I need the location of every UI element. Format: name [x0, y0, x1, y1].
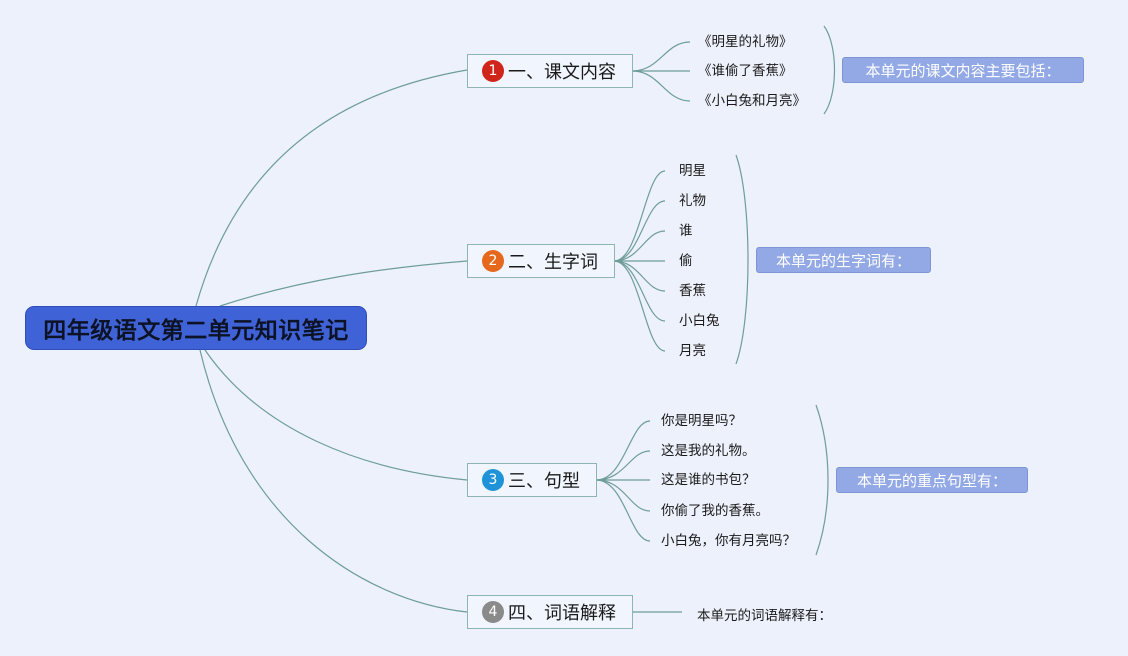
badge-2-icon: 2: [482, 250, 504, 272]
leaf-3-3[interactable]: 这是谁的书包？: [661, 472, 756, 488]
leaf-3-4[interactable]: 你偷了我的香蕉。: [661, 503, 769, 519]
summary-2[interactable]: 本单元的生字词有：: [756, 247, 931, 273]
root-to-branch-4-line: [199, 349, 468, 613]
root-to-branch-3-line: [204, 349, 468, 481]
leaf-1-1[interactable]: 《明星的礼物》: [698, 34, 793, 50]
leaf-3-1[interactable]: 你是明星吗？: [661, 413, 742, 429]
bracket-2: [735, 154, 749, 365]
summary-1[interactable]: 本单元的课文内容主要包括：: [842, 57, 1084, 83]
branch-3-label: 三、句型: [508, 471, 580, 492]
leaf-2-3[interactable]: 谁: [679, 223, 693, 239]
leaf-3-2[interactable]: 这是我的礼物。: [661, 443, 756, 459]
branch-1-label: 一、课文内容: [508, 62, 616, 83]
branch-4-label: 四、词语解释: [508, 603, 616, 624]
leaf-2-1[interactable]: 明星: [679, 163, 706, 179]
summary-4[interactable]: 本单元的词语解释有：: [697, 608, 832, 624]
leaf-2-4[interactable]: 偷: [679, 253, 693, 269]
root-to-branch-2-line: [219, 260, 468, 307]
leaf-2-5[interactable]: 香蕉: [679, 283, 706, 299]
badge-4-icon: 4: [482, 601, 504, 623]
leaf-3-5[interactable]: 小白兔，你有月亮吗？: [661, 533, 796, 549]
summary-3[interactable]: 本单元的重点句型有：: [836, 467, 1028, 493]
root-title: 四年级语文第二单元知识笔记: [43, 318, 349, 344]
leaf-1-2[interactable]: 《谁偷了香蕉》: [698, 63, 793, 79]
leaf-2-7[interactable]: 月亮: [679, 343, 706, 359]
leaf-1-3[interactable]: 《小白兔和月亮》: [698, 93, 806, 109]
branch-4[interactable]: 4 四、词语解释: [467, 595, 633, 629]
root-to-branch-1-line: [195, 69, 468, 307]
branch-2-label: 二、生字词: [508, 252, 598, 273]
leaf-2-6[interactable]: 小白兔: [679, 313, 720, 329]
bracket-1: [823, 25, 836, 115]
bracket-3: [815, 404, 829, 556]
branch-3[interactable]: 3 三、句型: [467, 463, 597, 497]
branch-1[interactable]: 1 一、课文内容: [467, 54, 633, 88]
badge-1-icon: 1: [482, 60, 504, 82]
branch-2[interactable]: 2 二、生字词: [467, 244, 615, 278]
leaf-2-2[interactable]: 礼物: [679, 193, 706, 209]
root-topic[interactable]: 四年级语文第二单元知识笔记: [25, 306, 367, 350]
badge-3-icon: 3: [482, 469, 504, 491]
